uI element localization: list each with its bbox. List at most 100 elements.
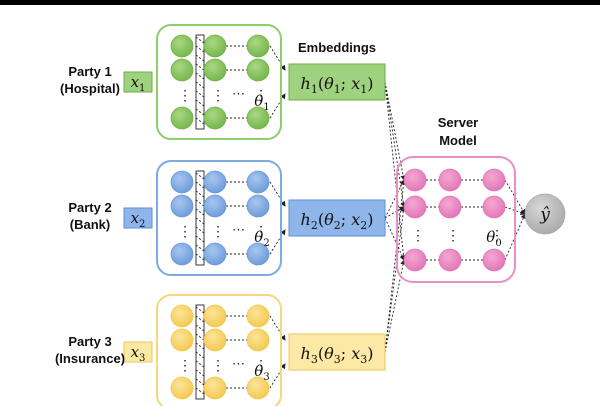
party-3-connection-hatch: [195, 360, 205, 368]
party-1-vdots: ⋮: [211, 87, 225, 103]
server-vdots: ⋮: [446, 227, 460, 243]
party-1-connection-hatch: [195, 36, 205, 44]
party-1-network-frame: [156, 24, 282, 140]
output-symbol: ŷ: [539, 205, 550, 225]
party-1-neuron: [203, 34, 227, 58]
party-2-neuron: [170, 242, 194, 266]
server-label-line1: Server: [438, 115, 478, 130]
party-2-name: Party 2: [68, 200, 111, 215]
embedding-2-to-server: [384, 179, 405, 219]
party-3-connection-hatch: [195, 342, 205, 350]
party-2-connection-hatch: [195, 253, 205, 261]
server-network-frame: [396, 156, 516, 283]
party-2-embedding-box: [288, 199, 386, 237]
party-2-connection-hatch: [195, 244, 205, 252]
embedding-3-to-server: [384, 206, 407, 353]
server-param-symbol: θ0: [486, 228, 501, 249]
party-2-role: (Bank): [70, 217, 110, 232]
party-1-name: Party 1: [68, 64, 111, 79]
party-2-connection-hatch: [195, 190, 205, 198]
party-1-ellipsis: ⋯: [232, 86, 245, 101]
party-3-neuron: [203, 328, 227, 352]
party-3-connection-hatch: [195, 333, 205, 341]
party-3-connection-hatch: [195, 378, 205, 386]
party-1-vdots: ⋮: [254, 87, 268, 103]
server-neuron: [482, 168, 506, 192]
party-3-embedding-label: h3(θ3; x3): [301, 344, 374, 366]
party-2-vdots: ⋮: [178, 223, 192, 239]
party-3-vdots: ⋮: [211, 357, 225, 373]
party-3-neuron: [246, 328, 270, 352]
party-2-to-embedding: [269, 229, 286, 255]
party-2-ellipsis: ⋯: [232, 222, 245, 237]
party-3-neuron: [203, 376, 227, 400]
party-3-network-frame: [156, 294, 282, 406]
party-2-network-frame: [156, 160, 282, 276]
party-2-connection-hatch: [195, 181, 205, 189]
party-2-neuron: [170, 194, 194, 218]
party-1-input-box: [123, 71, 153, 93]
party-3-connection-hatch: [195, 369, 205, 377]
embedding-3-to-server: [384, 179, 407, 353]
party-3-connection-hatch: [195, 306, 205, 314]
server-to-output: [504, 179, 526, 215]
party-2-embedding-label: h2(θ2; x2): [301, 210, 374, 232]
party-2-connection-hatch: [195, 199, 205, 207]
server-neuron: [482, 195, 506, 219]
party-2-neuron: [203, 194, 227, 218]
party-2-to-embedding: [269, 181, 286, 207]
party-3-connection-hatch: [195, 315, 205, 323]
embedding-1-to-server: [384, 81, 407, 261]
party-1-input-symbol: x1: [131, 73, 146, 94]
party-2-vdots: ⋮: [254, 223, 268, 239]
party-2-connection-hatch: [195, 235, 205, 243]
server-neuron: [403, 195, 427, 219]
embedding-1-to-server: [384, 81, 406, 208]
party-1-neuron: [170, 106, 194, 130]
party-1-neuron: [246, 58, 270, 82]
party-1-neuron: [170, 58, 194, 82]
party-2-vdots: ⋮: [211, 223, 225, 239]
party-3-connection-hatch: [195, 387, 205, 395]
party-1-embedding-label: h1(θ1; x1): [301, 74, 374, 96]
embedding-3-to-server: [384, 259, 406, 353]
party-2-connection-hatch: [195, 172, 205, 180]
party-2-input-symbol: x2: [131, 209, 146, 230]
party-2-neuron: [246, 194, 270, 218]
party-1-to-embedding: [269, 93, 286, 119]
party-1-neuron: [246, 34, 270, 58]
party-3-to-embedding: [269, 315, 286, 341]
party-1-connection-hatch: [195, 63, 205, 71]
party-1-connection-hatch: [195, 99, 205, 107]
party-1-embedding-box: [288, 63, 386, 101]
party-3-input-box: [123, 341, 153, 363]
party-3-neuron: [170, 376, 194, 400]
party-3-input-symbol: x3: [131, 343, 146, 364]
party-3-neuron: [246, 304, 270, 328]
party-1-connection-hatch: [195, 90, 205, 98]
party-3-neuron: [170, 304, 194, 328]
party-3-connection-hatch: [195, 324, 205, 332]
party-1-connection-hatch: [195, 81, 205, 89]
party-1-neuron: [203, 58, 227, 82]
party-3-neuron: [170, 328, 194, 352]
server-to-output: [504, 206, 526, 216]
party-2-connection-hatch: [195, 208, 205, 216]
party-2-neuron: [246, 242, 270, 266]
party-2-neuron: [170, 170, 194, 194]
party-3-connection-hatch: [195, 351, 205, 359]
party-1-connection-hatch: [195, 45, 205, 53]
top-rule: [0, 0, 600, 5]
party-1-neuron: [203, 106, 227, 130]
party-1-connection-hatch: [195, 54, 205, 62]
party-3-role: (Insurance): [55, 351, 125, 366]
party-1-neuron: [170, 34, 194, 58]
embedding-1-to-server: [384, 81, 406, 181]
party-3-embedding-box: [288, 333, 386, 371]
party-1-connection-hatch: [195, 108, 205, 116]
server-label-line2: Model: [439, 133, 477, 148]
party-2-neuron: [203, 242, 227, 266]
server-vdots: ⋮: [490, 227, 504, 243]
